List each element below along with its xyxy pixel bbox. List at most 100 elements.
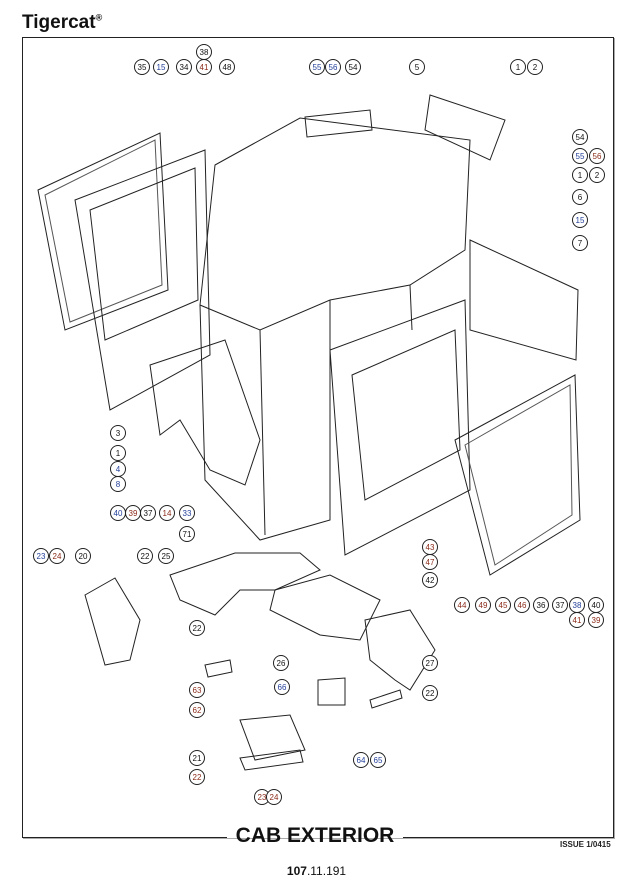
callout-38: 38 bbox=[569, 597, 585, 613]
callout-24: 24 bbox=[266, 789, 282, 805]
callout-46: 46 bbox=[514, 597, 530, 613]
callout-number: 38 bbox=[573, 601, 582, 610]
callout-5: 5 bbox=[409, 59, 425, 75]
callout-circle bbox=[110, 476, 126, 492]
brand-logo: Tigercat® bbox=[22, 12, 102, 34]
callout-number: 37 bbox=[144, 509, 153, 518]
callout-circle bbox=[510, 59, 526, 75]
callout-37: 37 bbox=[140, 505, 156, 521]
callout-circle bbox=[572, 235, 588, 251]
callout-number: 27 bbox=[426, 659, 435, 668]
callout-number: 55 bbox=[313, 63, 322, 72]
callout-41: 41 bbox=[569, 612, 585, 628]
callout-circle bbox=[189, 769, 205, 785]
callout-34: 34 bbox=[176, 59, 192, 75]
callout-number: 66 bbox=[278, 683, 287, 692]
callout-3: 3 bbox=[110, 425, 126, 441]
brand-name: Tigercat bbox=[22, 12, 96, 33]
callout-2: 2 bbox=[527, 59, 543, 75]
callout-number: 15 bbox=[576, 216, 585, 225]
callout-circle bbox=[589, 167, 605, 183]
callout-number: 35 bbox=[138, 63, 147, 72]
callout-circle bbox=[475, 597, 491, 613]
callout-38: 38 bbox=[196, 44, 212, 60]
callout-65: 65 bbox=[370, 752, 386, 768]
callout-54: 54 bbox=[345, 59, 361, 75]
callout-number: 41 bbox=[573, 616, 582, 625]
callout-35: 35 bbox=[134, 59, 150, 75]
callout-number: 56 bbox=[593, 152, 602, 161]
callout-circle bbox=[353, 752, 369, 768]
callout-40: 40 bbox=[588, 597, 604, 613]
registered-mark: ® bbox=[95, 12, 103, 23]
callout-number: 63 bbox=[193, 686, 202, 695]
callout-43: 43 bbox=[422, 539, 438, 555]
callout-14: 14 bbox=[159, 505, 175, 521]
callout-circle bbox=[527, 59, 543, 75]
callout-44: 44 bbox=[454, 597, 470, 613]
callout-1: 1 bbox=[110, 445, 126, 461]
page-title: CAB EXTERIOR bbox=[235, 824, 395, 847]
callout-39: 39 bbox=[125, 505, 141, 521]
callout-number: 56 bbox=[329, 63, 338, 72]
callout-circle bbox=[158, 548, 174, 564]
callout-48: 48 bbox=[219, 59, 235, 75]
callout-circle bbox=[189, 620, 205, 636]
callout-6: 6 bbox=[572, 189, 588, 205]
callout-number: 33 bbox=[183, 509, 192, 518]
callout-71: 71 bbox=[179, 526, 195, 542]
callout-circle bbox=[75, 548, 91, 564]
callout-number: 2 bbox=[595, 171, 600, 180]
callout-number: 41 bbox=[200, 63, 209, 72]
divider bbox=[22, 837, 227, 838]
callout-number: 47 bbox=[426, 558, 435, 567]
callout-number: 1 bbox=[578, 171, 583, 180]
callout-circle bbox=[33, 548, 49, 564]
callout-circle bbox=[110, 425, 126, 441]
callout-number: 5 bbox=[415, 63, 420, 72]
callout-number: 36 bbox=[537, 601, 546, 610]
callout-64: 64 bbox=[353, 752, 369, 768]
callout-number: 44 bbox=[458, 601, 467, 610]
callout-1: 1 bbox=[572, 167, 588, 183]
callout-26: 26 bbox=[273, 655, 289, 671]
side-frame bbox=[149, 339, 261, 486]
left-door-screen bbox=[37, 132, 169, 331]
callout-number: 46 bbox=[518, 601, 527, 610]
callout-circle bbox=[370, 752, 386, 768]
right-door bbox=[329, 299, 471, 556]
callout-1: 1 bbox=[510, 59, 526, 75]
callout-number: 43 bbox=[426, 543, 435, 552]
callout-63: 63 bbox=[189, 682, 205, 698]
callout-41: 41 bbox=[196, 59, 212, 75]
callout-circle bbox=[273, 655, 289, 671]
callout-number: 21 bbox=[193, 754, 202, 763]
callout-number: 24 bbox=[53, 552, 62, 561]
callout-circle bbox=[422, 572, 438, 588]
callout-circle bbox=[189, 702, 205, 718]
callout-circle bbox=[49, 548, 65, 564]
callout-circle bbox=[454, 597, 470, 613]
callout-number: 65 bbox=[374, 756, 383, 765]
callout-number: 34 bbox=[180, 63, 189, 72]
callout-25: 25 bbox=[158, 548, 174, 564]
callout-number: 38 bbox=[200, 48, 209, 57]
callout-number: 23 bbox=[258, 793, 267, 802]
callout-15: 15 bbox=[153, 59, 169, 75]
callout-number: 22 bbox=[141, 552, 150, 561]
floor-plates bbox=[84, 552, 436, 771]
callout-circle bbox=[179, 526, 195, 542]
callout-circle bbox=[552, 597, 568, 613]
callout-number: 23 bbox=[37, 552, 46, 561]
callout-circle bbox=[422, 554, 438, 570]
callout-number: 25 bbox=[162, 552, 171, 561]
divider bbox=[403, 837, 613, 838]
callout-27: 27 bbox=[422, 655, 438, 671]
callout-number: 24 bbox=[270, 793, 279, 802]
callout-4: 4 bbox=[110, 461, 126, 477]
callout-circle bbox=[422, 685, 438, 701]
callout-circle bbox=[134, 59, 150, 75]
callout-circle bbox=[179, 505, 195, 521]
callout-circle bbox=[514, 597, 530, 613]
